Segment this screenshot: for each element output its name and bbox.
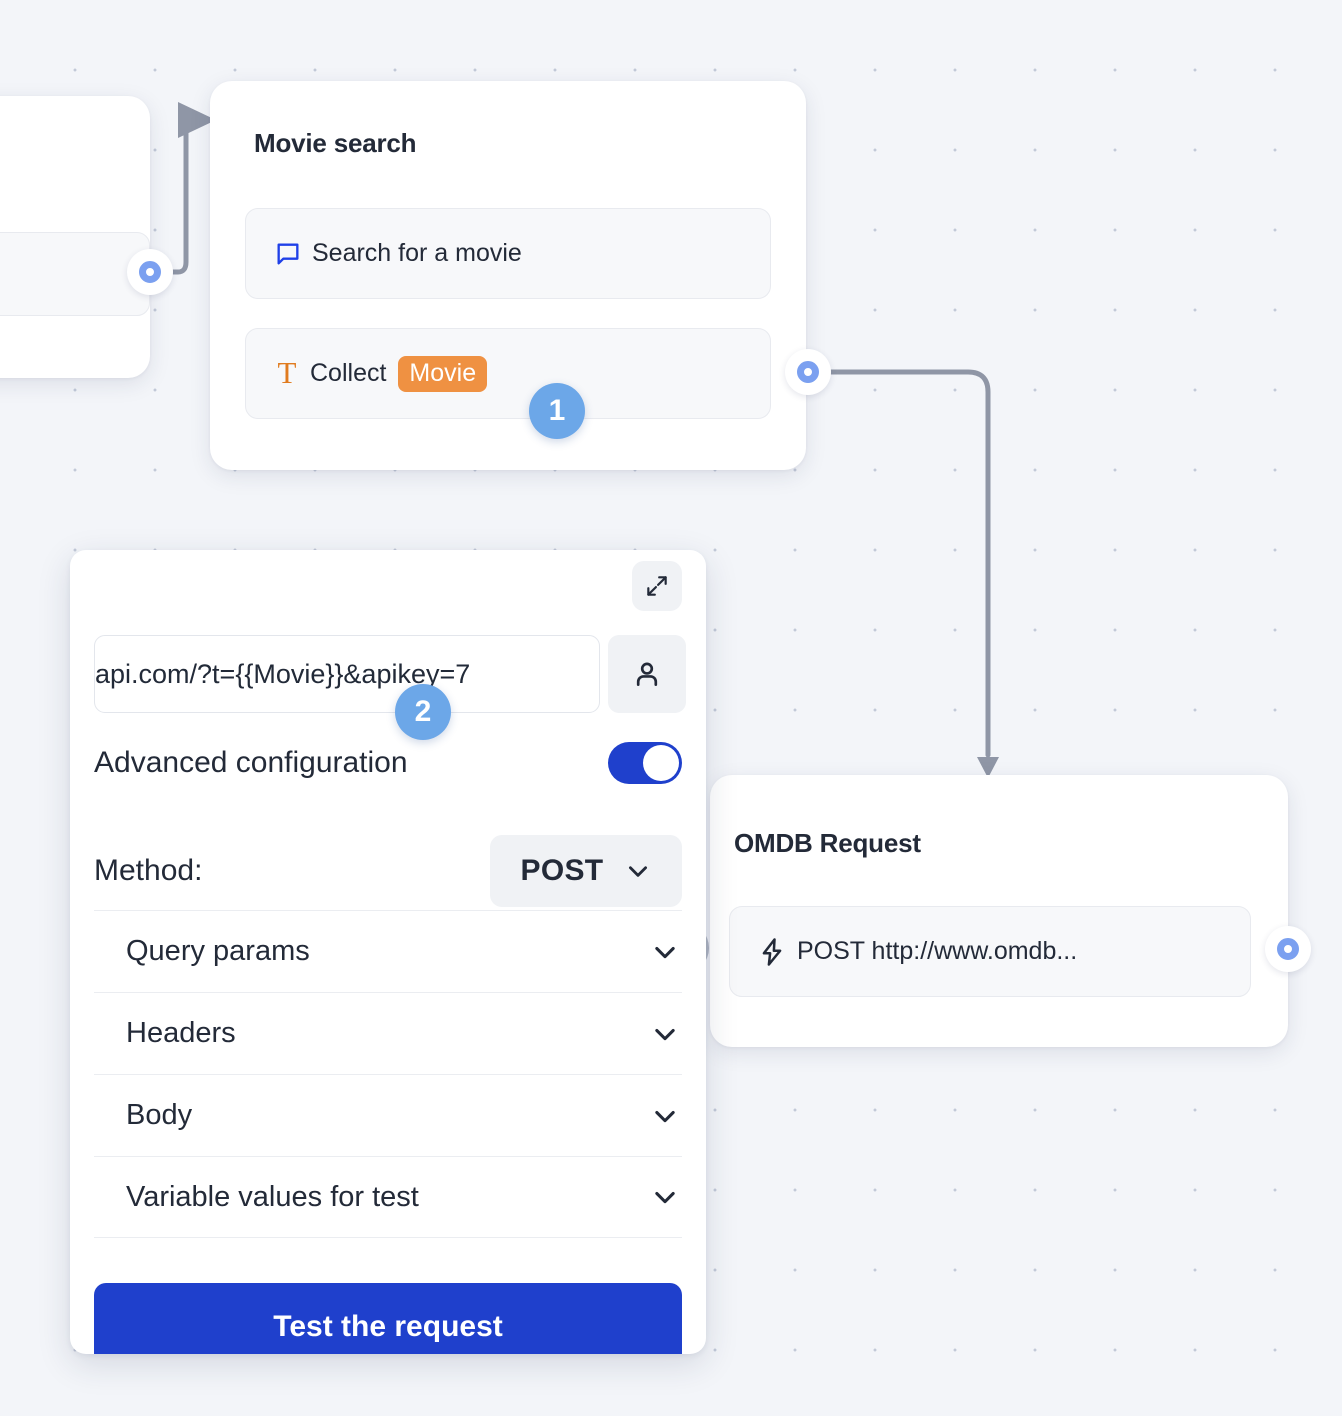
port-left-node-output[interactable] xyxy=(127,249,173,295)
accordion-headers[interactable]: Headers xyxy=(94,992,682,1074)
expand-diagonal-icon[interactable] xyxy=(632,561,682,611)
node-title-movie-search: Movie search xyxy=(254,128,417,158)
chevron-down-icon[interactable] xyxy=(651,1183,679,1211)
method-select[interactable]: POST xyxy=(490,835,682,907)
text-t-icon: T xyxy=(277,355,297,390)
accordion-variable-values-for-test[interactable]: Variable values for test xyxy=(94,1156,682,1238)
node-row-search-label-wrap: Search for a movie xyxy=(274,239,522,268)
chevron-down-icon[interactable] xyxy=(651,1102,679,1130)
person-icon[interactable] xyxy=(608,635,686,713)
accordion-query-params[interactable]: Query params xyxy=(94,910,682,992)
test-the-request-button[interactable]: Test the request xyxy=(94,1283,682,1354)
accordion-body[interactable]: Body xyxy=(94,1074,682,1156)
request-url-input[interactable] xyxy=(94,635,600,713)
accordion-list: Query params Headers Body xyxy=(94,910,682,1238)
advanced-configuration-row: Advanced configuration xyxy=(94,742,682,784)
node-row-omdb-label: POST http://www.omdb... xyxy=(797,937,1078,965)
method-label: Method: xyxy=(94,854,203,887)
lightning-bolt-icon xyxy=(757,937,787,967)
node-row-search-label: Search for a movie xyxy=(312,239,522,267)
url-row[interactable] xyxy=(94,635,686,713)
node-row-partial[interactable] xyxy=(0,232,150,316)
accordion-query-params-label: Query params xyxy=(126,935,310,967)
method-selected-value: POST xyxy=(520,854,604,887)
node-row-search-for-a-movie[interactable]: Search for a movie xyxy=(245,208,771,299)
step-badge-1: 1 xyxy=(529,383,585,439)
chevron-down-icon[interactable] xyxy=(651,938,679,966)
accordion-headers-label: Headers xyxy=(126,1017,236,1049)
edge-left-to-movie-search xyxy=(170,101,216,275)
node-card-omdb-request[interactable]: OMDB Request POST http://www.omdb... xyxy=(710,775,1288,1047)
node-card-partial[interactable] xyxy=(0,96,150,378)
accordion-body-label: Body xyxy=(126,1099,193,1131)
port-movie-search-output[interactable] xyxy=(785,349,831,395)
node-row-omdb-post[interactable]: POST http://www.omdb... xyxy=(729,906,1251,997)
chevron-down-icon xyxy=(625,858,651,884)
method-row: Method: POST xyxy=(94,835,682,907)
step-badge-2: 2 xyxy=(395,684,451,740)
chevron-down-icon[interactable] xyxy=(651,1020,679,1048)
advanced-configuration-label: Advanced configuration xyxy=(94,746,408,779)
node-title-omdb-request: OMDB Request xyxy=(734,828,921,858)
request-config-panel[interactable]: Advanced configuration Method: POST Quer… xyxy=(70,550,706,1354)
message-bubble-icon xyxy=(274,240,302,268)
node-row-omdb-label-wrap: POST http://www.omdb... xyxy=(757,937,1077,967)
node-row-collect-label-wrap: T Collect Movie xyxy=(274,355,488,392)
node-row-collect-movie[interactable]: T Collect Movie xyxy=(245,328,771,419)
edge-movie-search-to-omdb xyxy=(827,369,991,758)
port-omdb-request-output[interactable] xyxy=(1265,926,1311,972)
node-row-collect-label: Collect xyxy=(310,359,387,387)
variable-chip-movie[interactable]: Movie xyxy=(398,355,488,392)
node-card-movie-search[interactable]: Movie search Search for a movie T Collec… xyxy=(210,81,806,470)
advanced-configuration-toggle[interactable] xyxy=(608,742,682,784)
accordion-variable-values-label: Variable values for test xyxy=(126,1180,419,1213)
